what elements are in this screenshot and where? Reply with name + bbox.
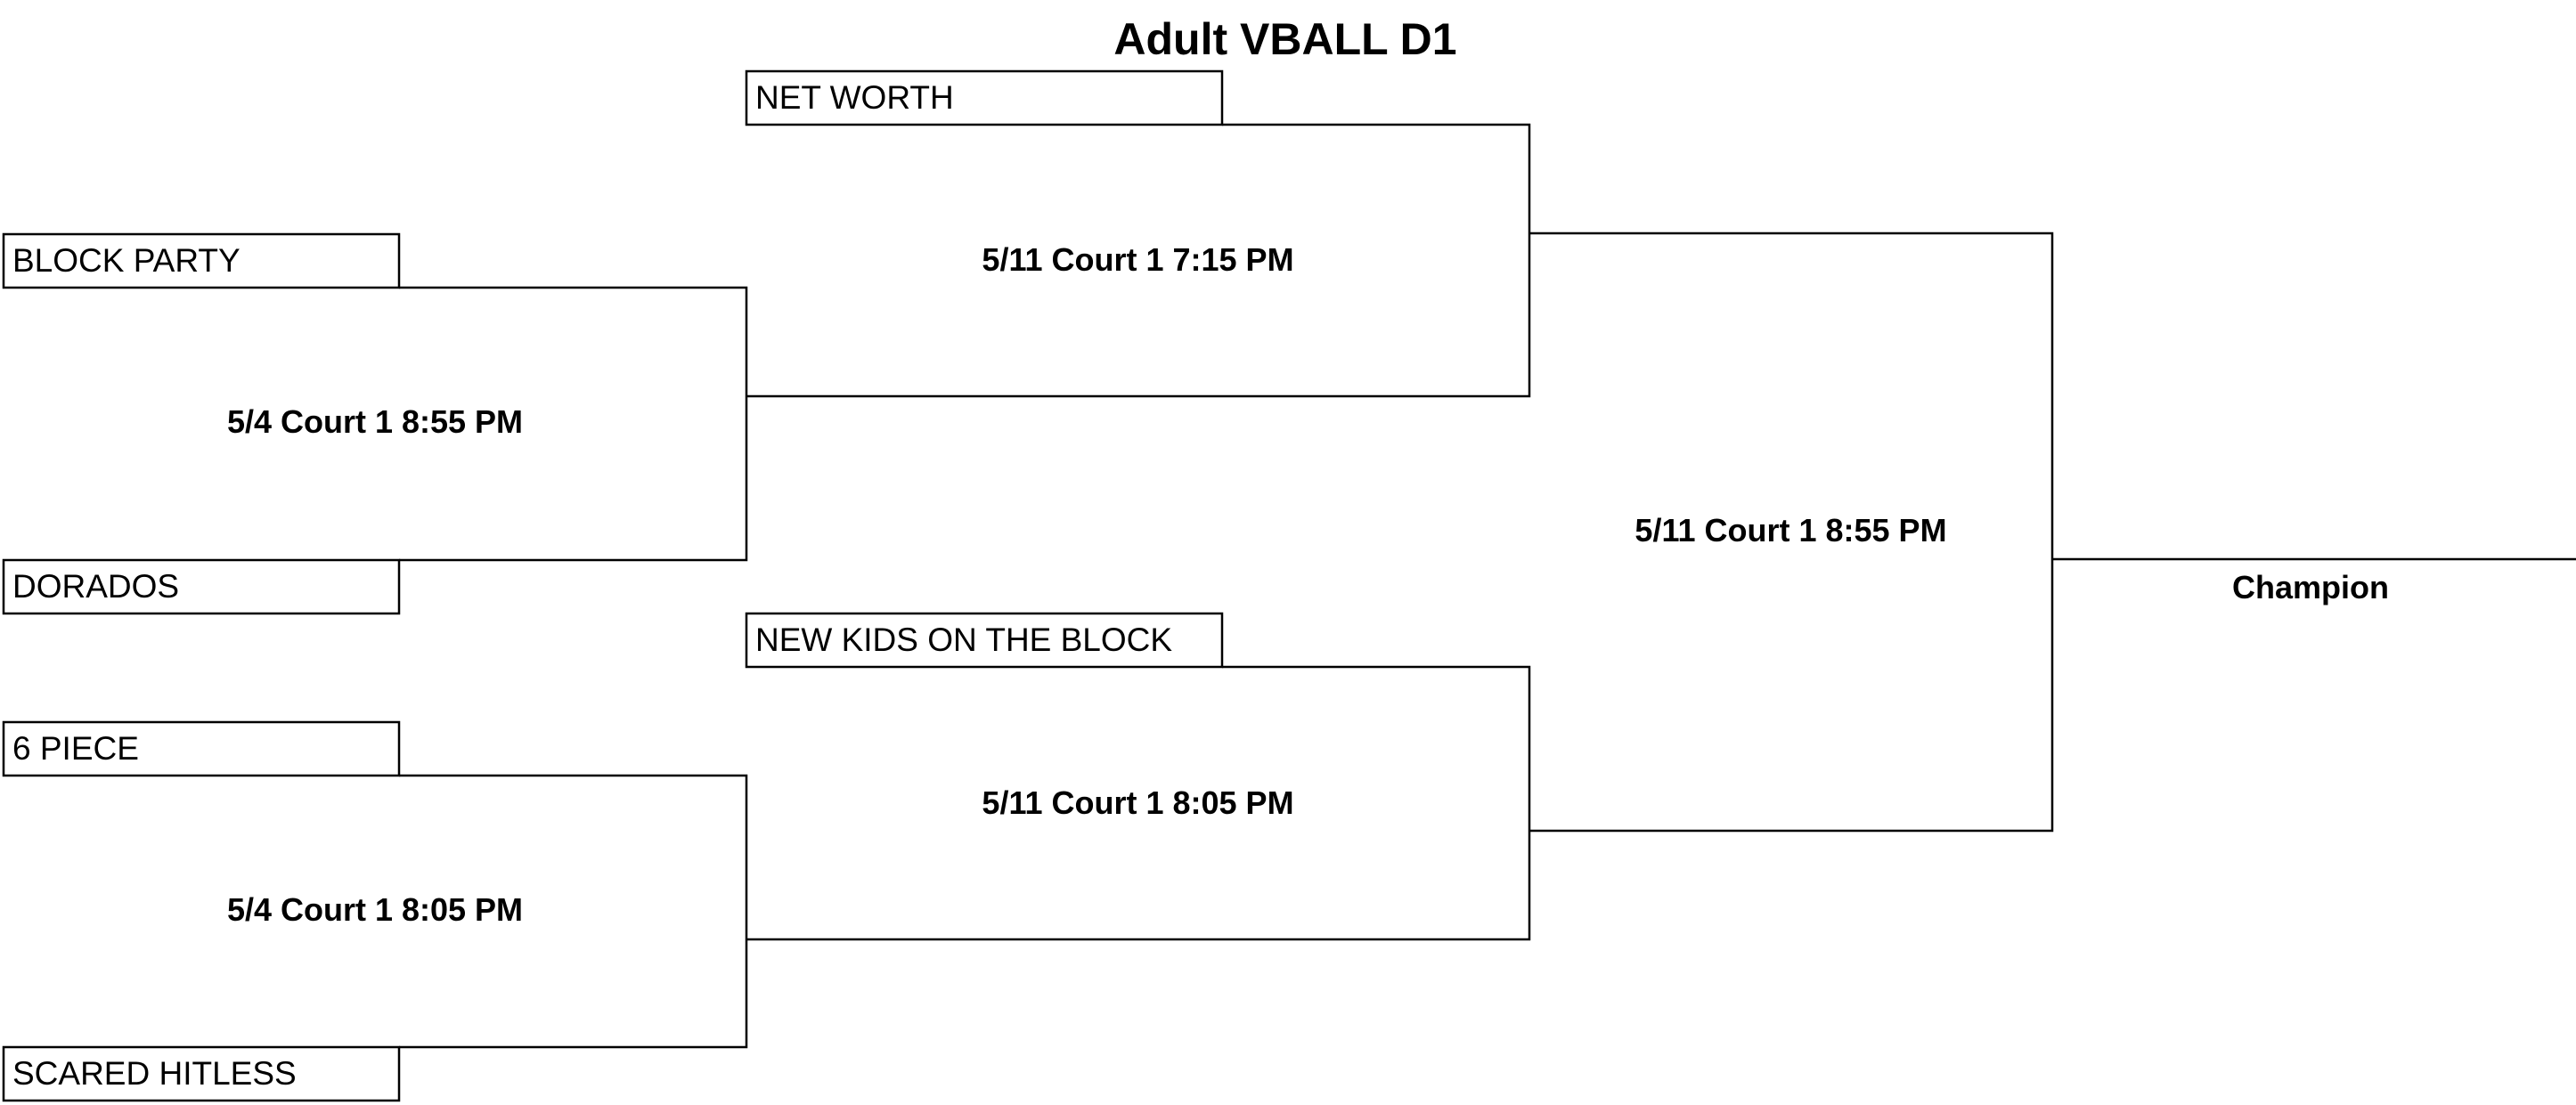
- team-box-net-worth: [745, 69, 1224, 126]
- round1-match1-bracket: [399, 286, 748, 562]
- team-name-6-piece: 6 PIECE: [12, 730, 139, 767]
- team-name-scared-hitless: SCARED HITLESS: [12, 1055, 297, 1092]
- team-box-scared-hitless: [2, 1045, 401, 1102]
- team-name-dorados: DORADOS: [12, 568, 180, 605]
- team-box-block-party: [2, 232, 401, 289]
- round2-match1-bracket: [746, 123, 1531, 398]
- round1-match2-bracket: [399, 774, 748, 1049]
- round1-match2-schedule: 5/4 Court 1 8:05 PM: [226, 891, 524, 928]
- team-box-new-kids-on-the-block: [745, 612, 1224, 669]
- round2-match2-bracket: [746, 665, 1531, 941]
- team-name-net-worth: NET WORTH: [755, 79, 954, 116]
- round2-match2-schedule: 5/11 Court 1 8:05 PM: [982, 784, 1294, 821]
- team-name-new-kids-on-the-block: NEW KIDS ON THE BLOCK: [755, 622, 1173, 658]
- team-box-6-piece: [2, 720, 401, 777]
- final-match-schedule: 5/11 Court 1 8:55 PM: [1634, 512, 1947, 548]
- final-bracket: [1529, 232, 2054, 833]
- team-box-dorados: [2, 558, 401, 615]
- round1-match1-schedule: 5/4 Court 1 8:55 PM: [226, 403, 524, 440]
- round2-match1-schedule: 5/11 Court 1 7:15 PM: [982, 241, 1294, 278]
- team-name-block-party: BLOCK PARTY: [12, 242, 240, 279]
- champion-label: Champion: [2232, 569, 2389, 605]
- bracket-title: Adult VBALL D1: [1113, 14, 1457, 64]
